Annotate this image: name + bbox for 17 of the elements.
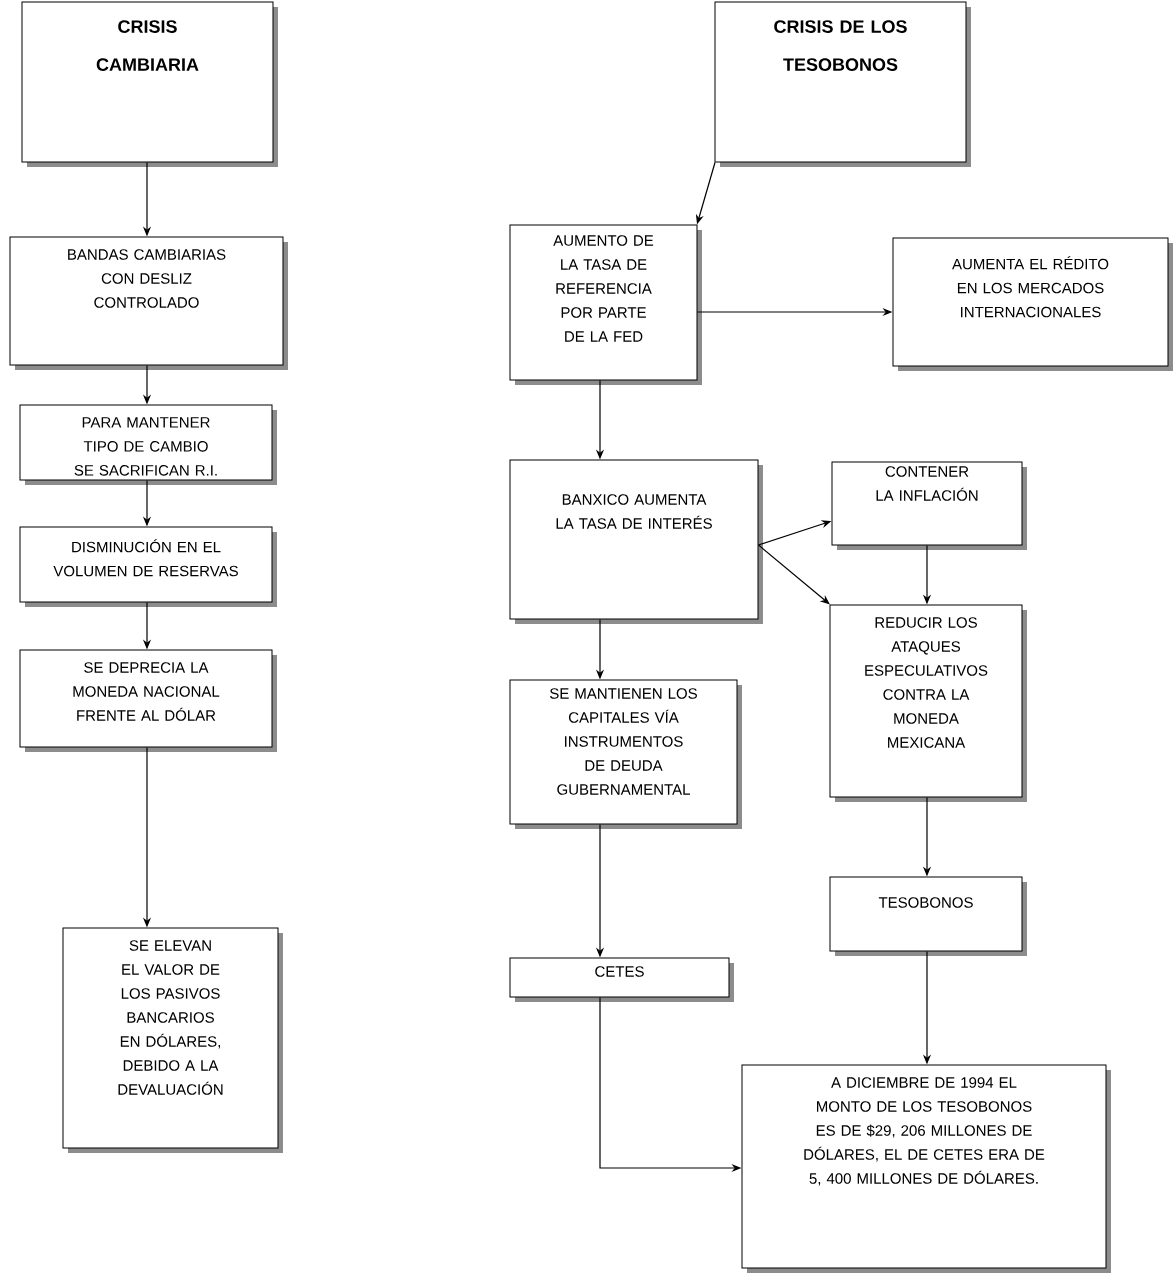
process-box: A DICIEMBRE DE 1994 EL MONTO DE LOS TESOBONOS ES DE $29, 206 MILLONES DE DÓLARES, EL DE CETES ERA DE 5, 400 MILLONES DE DÓLARES. [741,1064,1111,1273]
process-box: REDUCIR LOS ATAQUES ESPECULATIVOS CONTRA LA MONEDA MEXICANA [829,604,1027,802]
process-box: TESOBONOS [829,876,1027,956]
process-box: BANDAS CAMBIARIAS CON DESLIZ CONTROLADO [9,236,288,370]
title-box: CRISIS CAMBIARIA [21,1,278,167]
process-box: AUMENTA EL RÉDITO EN LOS MERCADOS INTERNACIONALES [892,237,1173,371]
process-box: DISMINUCIÓN EN EL VOLUMEN DE RESERVAS [19,526,277,607]
process-box: SE MANTIENEN LOS CAPITALES VÍA INSTRUMENTOS DE DEUDA GUBERNAMENTAL [509,679,742,829]
process-box: PARA MANTENER TIPO DE CAMBIO SE SACRIFICAN R.I. [19,404,277,485]
process-box: CETES [509,957,734,1002]
process-box: SE ELEVAN EL VALOR DE LOS PASIVOS BANCARIOS EN DÓLARES, DEBIDO A LA DEVALUACIÓN [62,927,283,1153]
title-box: CRISIS DE LOS TESOBONOS [714,1,971,167]
arrow [757,544,830,605]
process-box: CONTENER LA INFLACIÓN [831,461,1027,550]
process-box: SE DEPRECIA LA MONEDA NACIONAL FRENTE AL DÓLAR [19,649,277,752]
process-box: BANXICO AUMENTA LA TASA DE INTERÉS [509,459,763,624]
process-box: AUMENTO DE LA TASA DE REFERENCIA POR PARTE DE LA FED [509,224,702,385]
